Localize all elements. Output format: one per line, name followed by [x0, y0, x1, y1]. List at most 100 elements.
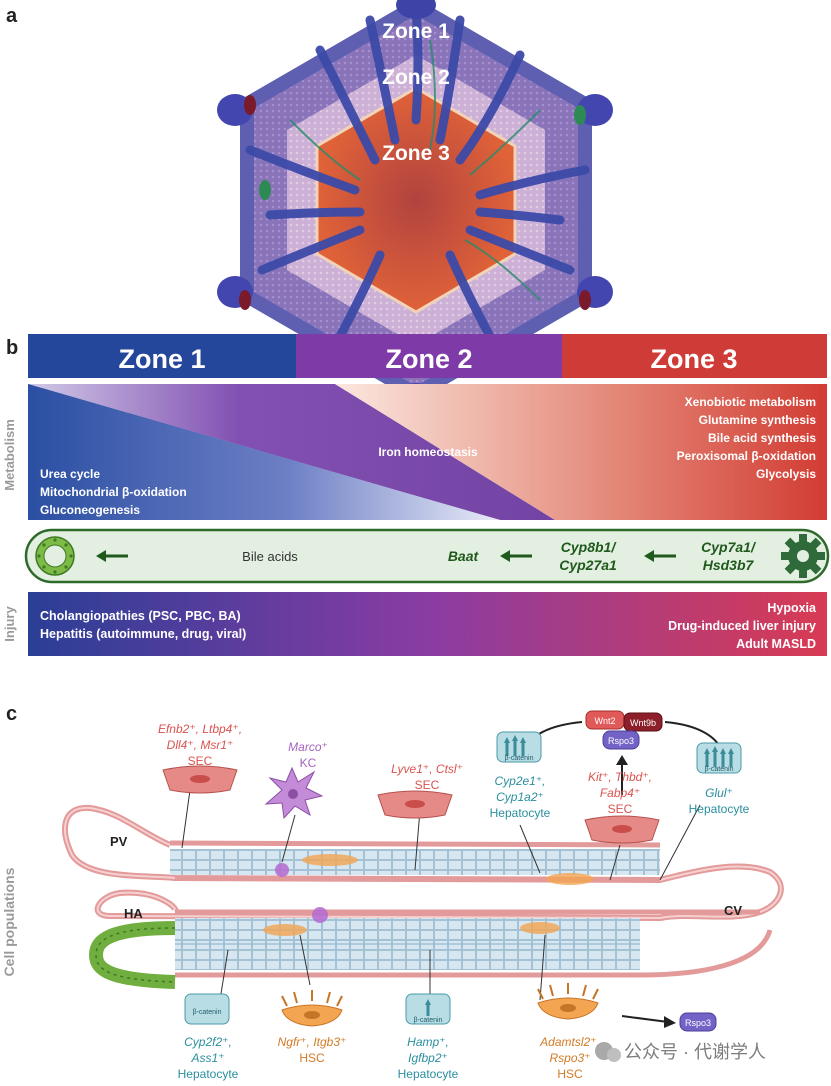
hepatocyte-plate-upper: [170, 849, 660, 875]
beta-catenin-hepatocyte-icon: β-catenin: [184, 993, 230, 1025]
sinusoid-vessel: [62, 804, 784, 978]
injury-drug-induced: Drug-induced liver injury: [668, 619, 816, 633]
sec3-genes-line2: Fabp4⁺: [600, 786, 640, 800]
kupffer-cell-icon: [264, 766, 324, 820]
wnt2-text: Wnt2: [594, 716, 615, 726]
zone2-header: [296, 334, 562, 378]
wnt9b-text: Wnt9b: [630, 718, 656, 728]
zone3-header: [562, 334, 827, 378]
bile-acid-pathway: Bile acids Baat Cyp8b1/ Cyp27a1 Cyp7a1/ …: [24, 528, 830, 584]
sec3-type: SEC: [608, 802, 633, 816]
injury-bar: [28, 592, 827, 656]
rspo3-output-ligand: [679, 1012, 717, 1032]
rspo3-ligand: [602, 730, 640, 750]
injury-side-label: Injury: [2, 606, 17, 642]
hep3-genes-line1: Cyp2f2⁺,: [184, 1035, 232, 1049]
hep2-type: Hepatocyte: [689, 802, 750, 816]
watermark: 公众号 · 代谢学人: [595, 1042, 766, 1062]
sec2-type: SEC: [415, 778, 440, 792]
right-metabolism-list: Xenobiotic metabolism Glutamine synthesi…: [677, 395, 817, 481]
beta-catenin-text: β-catenin: [505, 755, 534, 762]
metabolism-iron-homeostasis: Iron homeostasis: [378, 445, 478, 459]
cv-label: CV: [724, 903, 742, 918]
injury-masld: Adult MASLD: [736, 637, 816, 651]
kc-type: KC: [300, 756, 317, 770]
watermark-text: 公众号 · 代谢学人: [624, 1042, 766, 1062]
hsc-cell-icon: [537, 983, 599, 1020]
beta-catenin-text: β-catenin: [193, 1009, 222, 1016]
metabolism-mito-beta-oxidation: Mitochondrial β-oxidation: [40, 485, 187, 499]
hep4-type: Hepatocyte: [398, 1067, 459, 1081]
hep3-type: Hepatocyte: [178, 1067, 239, 1081]
hsc2-genes-line1: Adamtsl2⁺,: [539, 1035, 600, 1049]
injury-cholangiopathies: Cholangiopathies (PSC, PBC, BA): [40, 609, 241, 623]
zone2-wedge: [28, 384, 555, 520]
kc-genes: Marco⁺: [288, 740, 328, 754]
wnt9b-ligand: [623, 712, 663, 732]
sec-cell-icon: [584, 815, 660, 844]
rspo3-output-text: Rspo3: [685, 1018, 711, 1028]
cyp8b1-gene: Cyp8b1/: [561, 539, 618, 555]
beta-catenin-hepatocyte-icon: β-catenin: [405, 993, 451, 1025]
hsc2-type: HSC: [557, 1067, 583, 1081]
zone3-title: Zone 3: [650, 344, 737, 374]
hsc2-genes-line2: Rspo3⁺: [549, 1051, 590, 1065]
cyp27a1-gene: Cyp27a1: [559, 557, 617, 573]
sec2-genes: Lyve1⁺, Ctsl⁺: [391, 762, 463, 776]
sec-cell-icon: [162, 765, 238, 794]
zone1-header: [28, 334, 296, 378]
sec1-genes-line2: Dll4⁺, Msr1⁺: [167, 738, 234, 752]
hep1-type: Hepatocyte: [490, 806, 551, 820]
sec-cell-icon: [377, 790, 453, 819]
hep1-genes-line1: Cyp2e1⁺,: [494, 774, 545, 788]
injury-hepatitis: Hepatitis (autoimmune, drug, viral): [40, 627, 246, 641]
injury-hypoxia: Hypoxia: [767, 601, 817, 615]
metabolism-side-label: Metabolism: [2, 419, 17, 491]
bile-duct-icon: [35, 536, 75, 576]
gear-icon: [781, 534, 825, 578]
hsd3b7-gene: Hsd3b7: [703, 557, 755, 573]
baat-gene: Baat: [448, 548, 480, 564]
zone3-label-hex: Zone 3: [382, 142, 450, 165]
hep3-genes-line2: Ass1⁺: [190, 1051, 224, 1065]
beta-catenin-hepatocyte-icon: β-catenin: [696, 742, 742, 774]
beta-catenin-text: β-catenin: [414, 1017, 443, 1024]
panel-a-label: a: [6, 5, 18, 27]
beta-catenin-text: β-catenin: [705, 766, 734, 773]
metabolism-gradients: [28, 384, 827, 520]
metabolism-urea-cycle: Urea cycle: [40, 467, 100, 481]
sec1-type: SEC: [188, 754, 213, 768]
zone1-label-hex: Zone 1: [382, 20, 450, 43]
sec3-genes-line1: Kit⁺, Thbd⁺,: [588, 770, 652, 784]
zone1-title: Zone 1: [118, 344, 205, 374]
beta-catenin-hepatocyte-icon: β-catenin: [496, 731, 542, 763]
metabolism-bile-acid: Bile acid synthesis: [708, 431, 816, 445]
hep1-genes-line2: Cyp1a2⁺: [496, 790, 544, 804]
zone2-label-hex: Zone 2: [382, 66, 450, 89]
hep2-genes: Glul⁺: [705, 786, 733, 800]
panel-c-label: c: [6, 703, 17, 725]
hsc1-type: HSC: [299, 1051, 325, 1065]
bile-acids-text: Bile acids: [242, 549, 298, 564]
panel-b-label: b: [6, 337, 18, 359]
hsc1-genes: Ngfr⁺, Itgb3⁺: [278, 1035, 347, 1049]
hep4-genes-line1: Hamp⁺,: [407, 1035, 449, 1049]
metabolism-glutamine: Glutamine synthesis: [699, 413, 817, 427]
cyp7a1-gene: Cyp7a1/: [701, 539, 757, 555]
zone2-title: Zone 2: [385, 344, 472, 374]
wnt-cluster: Wnt2 Wnt9b Rspo3: [585, 710, 663, 750]
ha-label: HA: [124, 906, 143, 921]
pv-label: PV: [110, 834, 128, 849]
hep4-genes-line2: Igfbp2⁺: [408, 1051, 448, 1065]
left-metabolism-list: Urea cycle Mitochondrial β-oxidation Glu…: [40, 467, 187, 517]
sec1-genes-line1: Efnb2⁺, Ltbp4⁺,: [158, 722, 242, 736]
metabolism-glycolysis: Glycolysis: [756, 467, 816, 481]
rspo3-text: Rspo3: [608, 736, 634, 746]
bile-duct: [88, 921, 176, 989]
liver-lobule-hexagon: Zone 1 Zone 2 Zone 3: [217, 0, 613, 411]
zone3-wedge: [335, 384, 827, 520]
metabolism-gluconeogenesis: Gluconeogenesis: [40, 503, 140, 517]
metabolism-peroxisomal: Peroxisomal β-oxidation: [677, 449, 816, 463]
zone-header-bar: Zone 1 Zone 2 Zone 3: [28, 334, 827, 378]
